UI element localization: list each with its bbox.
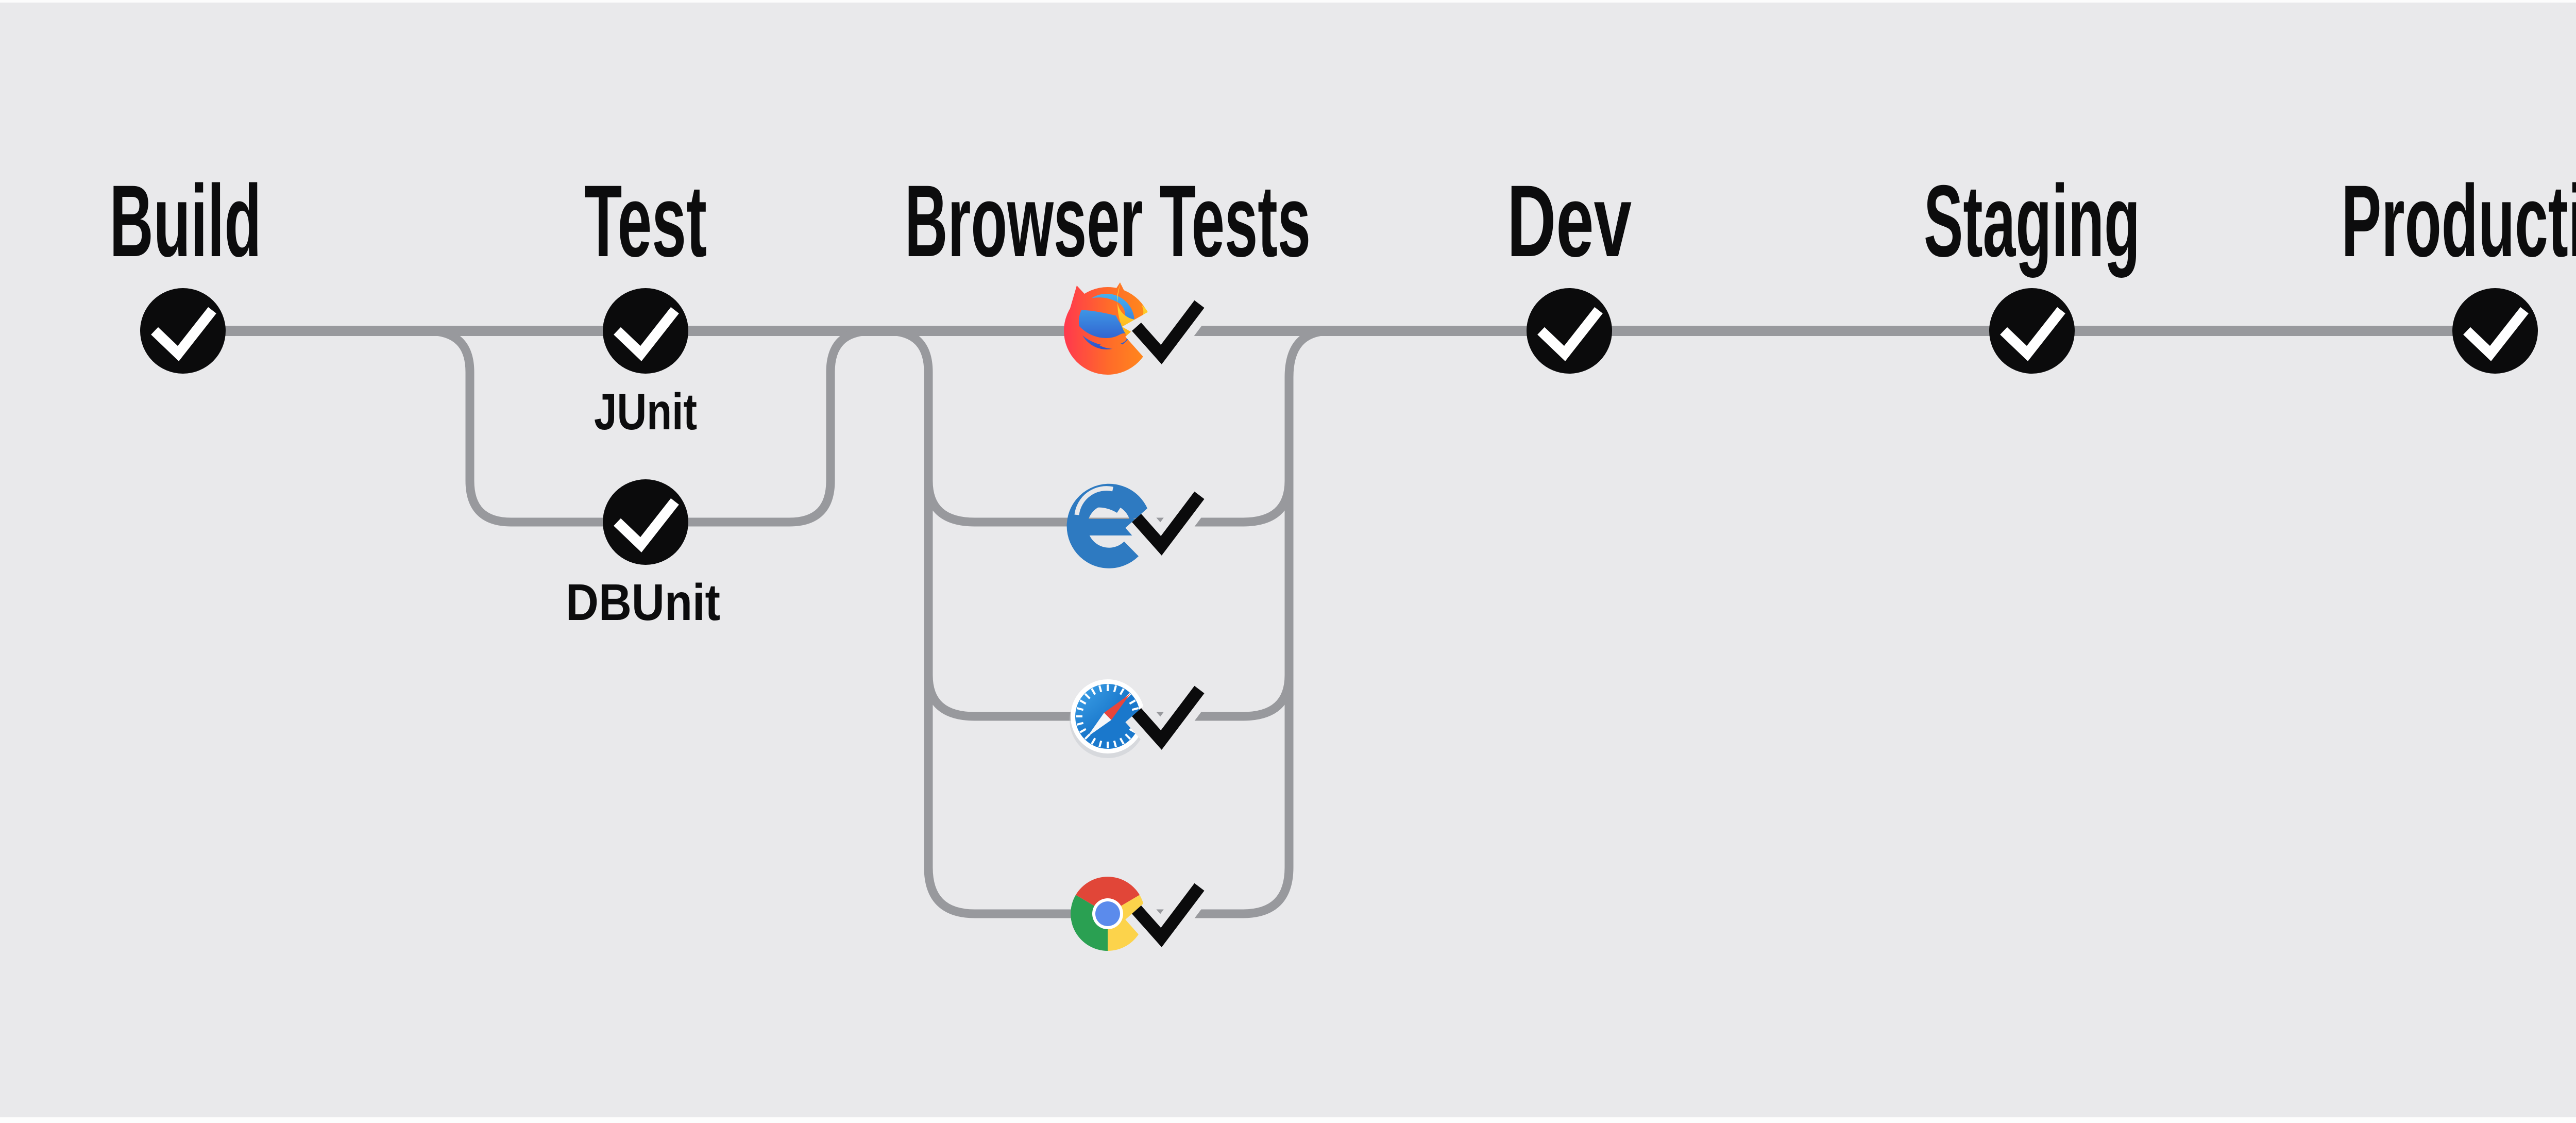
- safari-needle-white: [1087, 713, 1111, 737]
- stage-label-staging: Staging: [1924, 164, 2140, 278]
- stage-label-test: Test: [584, 164, 707, 278]
- stage-node-build: [140, 288, 226, 374]
- safari-needle-red: [1104, 694, 1130, 720]
- stage-node-dev: [1527, 288, 1612, 374]
- substep-label-dbunit: DBUnit: [566, 574, 720, 631]
- stage-node-production: [2452, 288, 2538, 374]
- safari-icon: [1070, 679, 1146, 758]
- stage-node-dbunit: [603, 479, 688, 565]
- substep-label-junit: JUnit: [594, 383, 697, 441]
- stage-label-production: Production: [2342, 164, 2576, 278]
- top-edge-strip: [0, 0, 2576, 3]
- stage-label-browser-tests: Browser Tests: [905, 164, 1311, 278]
- stage-node-junit: [603, 288, 688, 374]
- bottom-edge-strip: [0, 1117, 2576, 1123]
- stage-label-build: Build: [110, 164, 262, 278]
- chrome-icon: [1071, 877, 1145, 951]
- stage-node-staging: [1989, 288, 2075, 374]
- stage-label-dev: Dev: [1507, 164, 1632, 278]
